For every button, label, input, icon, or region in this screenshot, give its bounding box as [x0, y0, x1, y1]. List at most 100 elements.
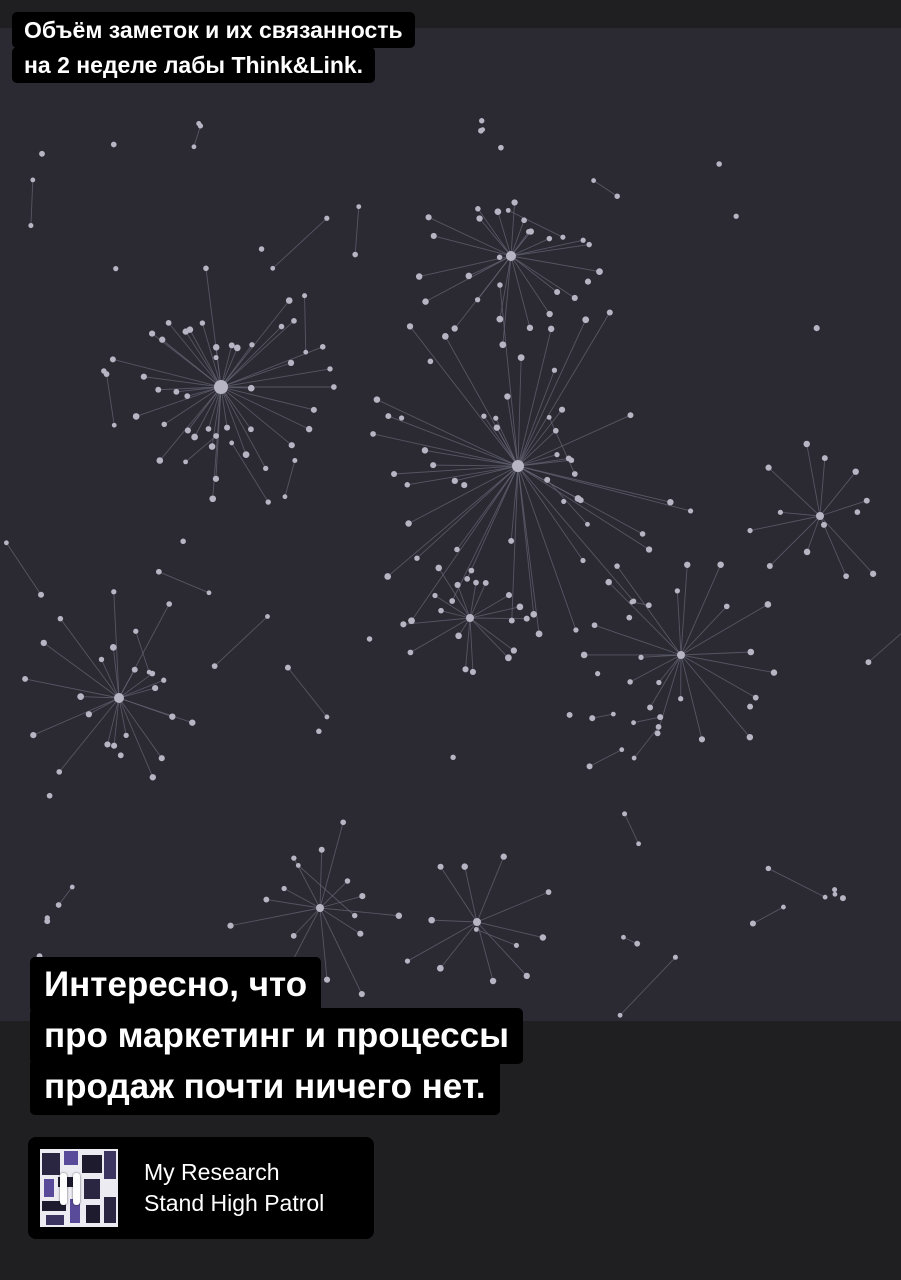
graph-node	[747, 648, 755, 656]
graph-node	[500, 853, 507, 860]
graph-node	[523, 972, 530, 980]
graph-node	[357, 930, 364, 937]
graph-node	[723, 603, 730, 610]
graph-node	[843, 573, 849, 580]
graph-node	[404, 958, 411, 964]
graph-link	[517, 409, 563, 467]
graph-link	[220, 320, 295, 388]
graph-node	[173, 388, 180, 395]
graph-node	[475, 206, 481, 212]
graph-link	[220, 368, 331, 388]
graph-node	[505, 207, 511, 213]
graph-link	[510, 202, 516, 257]
graph-node	[552, 427, 559, 434]
graph-node	[832, 887, 838, 893]
graph-node	[677, 651, 685, 659]
graph-link	[517, 465, 671, 503]
graph-link	[499, 284, 519, 467]
graph-node	[156, 457, 164, 464]
graph-node	[816, 512, 824, 520]
pause-icon[interactable]	[60, 1173, 80, 1205]
graph-link	[433, 235, 512, 257]
graph-link	[201, 322, 222, 388]
graph-node	[489, 977, 497, 985]
graph-link	[506, 396, 519, 467]
bottom-caption-line: Интересно, что	[30, 957, 322, 1013]
graph-node	[152, 684, 159, 692]
graph-link	[440, 610, 471, 619]
graph-node	[384, 573, 392, 580]
graph-node	[499, 341, 507, 349]
graph-node	[435, 564, 442, 572]
graph-node	[631, 755, 637, 761]
graph-link	[819, 515, 874, 575]
graph-node	[554, 452, 560, 458]
bottom-caption: Интересно, что про маркетинг и процессы …	[30, 957, 523, 1115]
graph-node	[117, 752, 124, 759]
graph-link	[517, 357, 522, 467]
graph-node	[203, 265, 209, 272]
music-sticker[interactable]: My Research Stand High Patrol	[28, 1137, 374, 1239]
graph-node	[292, 458, 298, 464]
graph-node	[358, 990, 365, 998]
graph-node	[580, 651, 588, 659]
graph-link	[118, 697, 173, 718]
graph-link	[24, 678, 120, 699]
graph-link	[319, 880, 348, 909]
top-caption: Объём заметок и их связанность на 2 неде…	[12, 12, 415, 83]
graph-link	[297, 865, 356, 916]
graph-link	[193, 125, 201, 147]
graph-link	[469, 617, 509, 659]
album-cover-icon	[40, 1149, 118, 1227]
graph-node	[40, 639, 47, 647]
graph-link	[476, 921, 543, 938]
graph-link	[806, 443, 821, 517]
graph-link	[118, 697, 163, 759]
graph-node	[425, 214, 432, 221]
graph-link	[158, 571, 210, 594]
graph-node	[645, 602, 652, 609]
graph-node	[98, 656, 105, 663]
graph-node	[765, 464, 772, 471]
graph-node	[288, 442, 295, 449]
graph-node	[473, 918, 481, 926]
graph-link	[676, 590, 682, 656]
graph-node	[777, 509, 784, 515]
graph-link	[768, 467, 821, 517]
graph-node	[746, 733, 754, 741]
graph-link	[469, 594, 510, 619]
graph-node	[544, 476, 551, 483]
graph-node	[803, 548, 811, 556]
graph-node	[627, 412, 634, 419]
graph-link	[80, 696, 120, 699]
graph-node	[591, 178, 597, 183]
graph-node	[571, 294, 578, 302]
graph-node	[580, 557, 586, 564]
graph-node	[498, 144, 504, 151]
graph-link	[319, 822, 344, 909]
graph-node	[56, 769, 63, 775]
graph-link	[680, 654, 756, 699]
graph-node	[356, 204, 362, 210]
graph-node	[430, 462, 437, 469]
graph-link	[319, 907, 328, 980]
graph-link	[376, 399, 519, 467]
graph-link	[194, 386, 222, 438]
graph-link	[457, 584, 471, 619]
graph-node	[454, 581, 461, 589]
graph-link	[517, 414, 631, 467]
graph-node	[228, 342, 235, 349]
graph-node	[224, 424, 231, 431]
graph-node	[248, 426, 254, 433]
graph-node	[539, 934, 547, 941]
graph-link	[266, 899, 321, 909]
graph-node	[451, 477, 458, 484]
graph-node	[22, 675, 29, 682]
graph-node	[521, 217, 527, 224]
graph-node	[619, 747, 625, 753]
graph-link	[112, 358, 222, 388]
track-title: My Research	[144, 1159, 280, 1185]
graph-link	[680, 564, 722, 656]
graph-link	[176, 386, 222, 393]
graph-link	[476, 891, 549, 923]
